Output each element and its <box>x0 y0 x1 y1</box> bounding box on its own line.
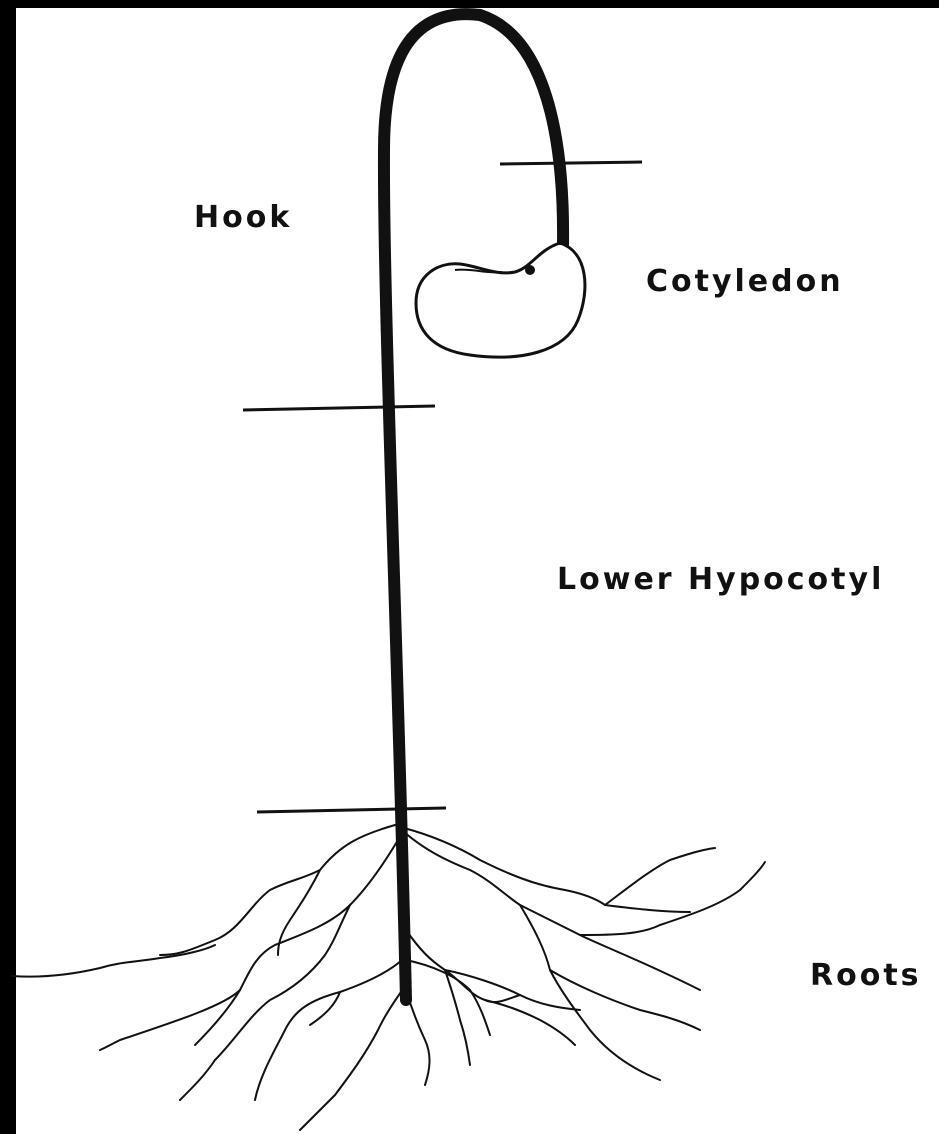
lower-hypocotyl-label: Lower Hypocotyl <box>557 562 884 597</box>
root-strand <box>195 990 240 1045</box>
root-system <box>12 825 765 1130</box>
roots-label: Roots <box>810 958 922 993</box>
root-strand <box>580 862 765 935</box>
root-strand <box>406 990 430 1085</box>
root-strand <box>445 970 470 1065</box>
boundary-line-roots <box>257 808 446 812</box>
root-strand <box>605 905 690 912</box>
root-strand <box>12 945 215 977</box>
stem-with-hook <box>384 14 563 1000</box>
root-strand <box>300 985 406 1130</box>
cotyledon-dot <box>525 265 535 275</box>
root-strand <box>255 960 402 1100</box>
root-strand <box>160 825 395 955</box>
cotyledon-label: Cotyledon <box>646 264 844 299</box>
root-strand <box>485 995 520 1002</box>
root-strand <box>605 848 715 905</box>
root-strand <box>406 930 575 1045</box>
boundary-line-hook <box>243 406 435 410</box>
root-strand <box>100 840 398 1050</box>
boundary-line-cotyledon <box>500 162 642 164</box>
hook-label: Hook <box>194 200 292 235</box>
cotyledon-shape <box>416 243 585 357</box>
